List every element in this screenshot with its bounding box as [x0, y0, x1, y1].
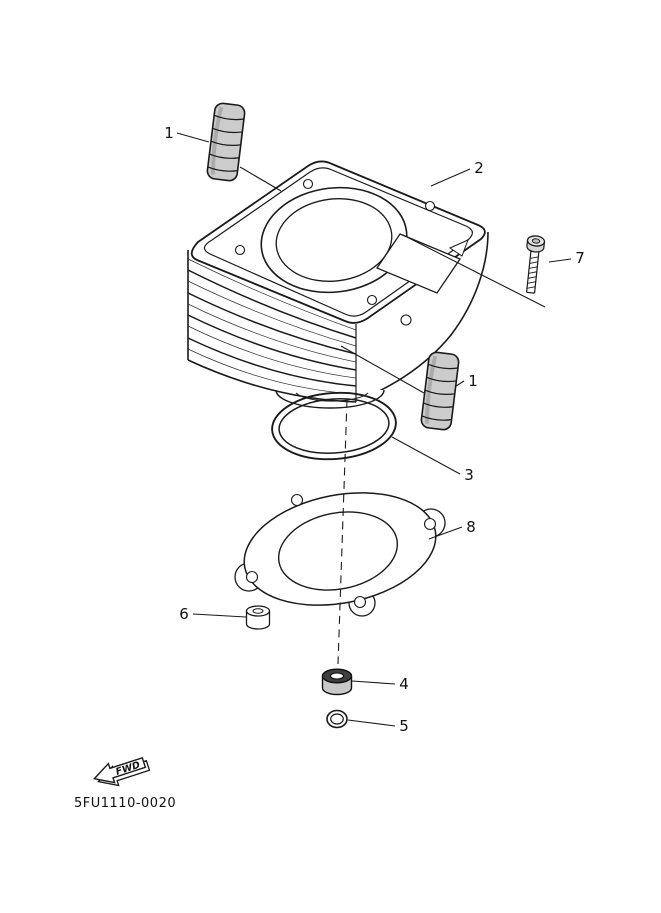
leader-cylinder-to-stud-lower	[340, 345, 425, 394]
gasket-hole	[353, 595, 367, 609]
gasket-bolt-hole	[234, 244, 246, 256]
leader-8	[428, 526, 463, 540]
gasket-hole	[245, 570, 259, 584]
leader-6	[192, 613, 247, 618]
gasket-tab	[448, 239, 469, 257]
base-gasket	[234, 492, 446, 617]
gasket-bolt-hole	[302, 178, 314, 190]
callout-1-lower: 1	[468, 372, 478, 390]
assembly-centerline	[337, 399, 348, 665]
side-bolt-hole	[400, 314, 412, 326]
callout-7: 7	[575, 249, 585, 267]
leader-1-lower	[455, 380, 465, 387]
callout-8: 8	[466, 518, 476, 536]
leader-5	[347, 719, 396, 727]
leader-3	[391, 436, 461, 475]
leader-stud-upper-to-cylinder	[239, 166, 282, 192]
bore-inner	[275, 198, 393, 282]
spigot-outer-arc	[275, 389, 385, 409]
stud-upper	[206, 102, 246, 182]
callout-1-upper: 1	[164, 124, 174, 142]
cylinder-assembly	[187, 160, 489, 409]
callout-4: 4	[399, 675, 409, 693]
gasket-bolt-hole	[366, 294, 378, 306]
gasket-hole	[423, 517, 437, 531]
callouts: 1 2 7 1 3 8 6 4 5	[164, 124, 585, 735]
cylinder-right-face	[356, 235, 483, 401]
dowel	[245, 605, 271, 630]
leader-4	[351, 680, 396, 685]
cylinder-fin-face	[188, 250, 356, 402]
o-ring-small	[326, 709, 348, 729]
stud-lower	[420, 351, 460, 431]
leader-2	[430, 168, 471, 187]
o-ring-large	[271, 391, 397, 461]
callout-3: 3	[464, 466, 474, 484]
gasket-hole	[290, 493, 304, 507]
callout-5: 5	[399, 717, 409, 735]
leader-7	[548, 258, 572, 263]
cylinder-right-contour	[356, 231, 489, 402]
fwd-arrow-front	[92, 756, 147, 784]
head-gasket	[203, 167, 473, 317]
callout-2: 2	[474, 159, 484, 177]
callout-6: 6	[179, 605, 189, 623]
bolt	[525, 235, 546, 294]
leader-1-upper	[176, 132, 210, 143]
seal-grommet	[321, 668, 353, 696]
bore-outer	[260, 186, 408, 294]
fwd-arrow-icon: FWD	[92, 756, 151, 787]
leader-bolt-to-boss	[402, 234, 546, 308]
leader-lines	[176, 132, 572, 727]
cooling-fins	[187, 258, 357, 403]
bolt-boss-flat	[376, 233, 461, 294]
gasket-bolt-hole	[424, 200, 436, 212]
diagram-code: 5FU1110-0020	[74, 796, 176, 811]
